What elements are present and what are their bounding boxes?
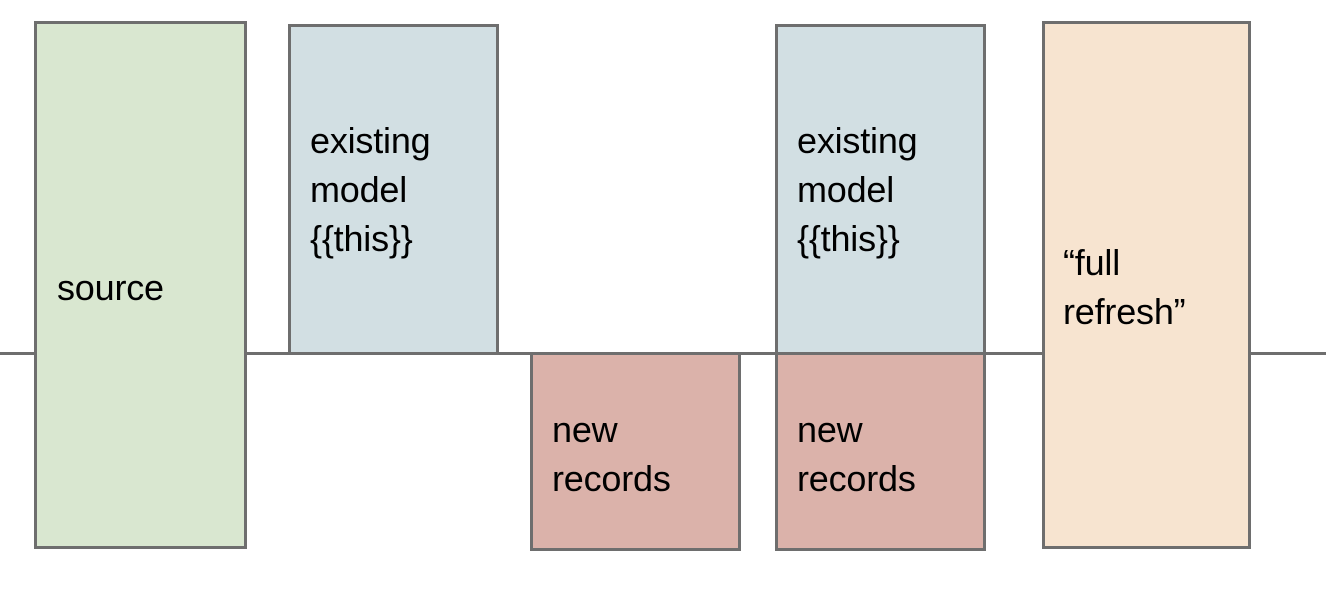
box-existing-model-a[interactable] xyxy=(288,24,499,355)
box-new-records-a-label: new records xyxy=(552,409,671,499)
box-new-records-b-label: new records xyxy=(797,409,916,499)
box-existing-model-a-label: existing model {{this}} xyxy=(310,120,431,259)
box-existing-model-b-label: existing model {{this}} xyxy=(797,120,918,259)
box-new-records-a[interactable] xyxy=(530,352,741,551)
box-full-refresh[interactable] xyxy=(1042,21,1251,549)
box-existing-model-b[interactable] xyxy=(775,24,986,355)
box-full-refresh-label: “full refresh” xyxy=(1063,242,1186,332)
box-source-label: source xyxy=(57,267,164,308)
box-source[interactable] xyxy=(34,21,247,549)
box-new-records-b[interactable] xyxy=(775,352,986,551)
